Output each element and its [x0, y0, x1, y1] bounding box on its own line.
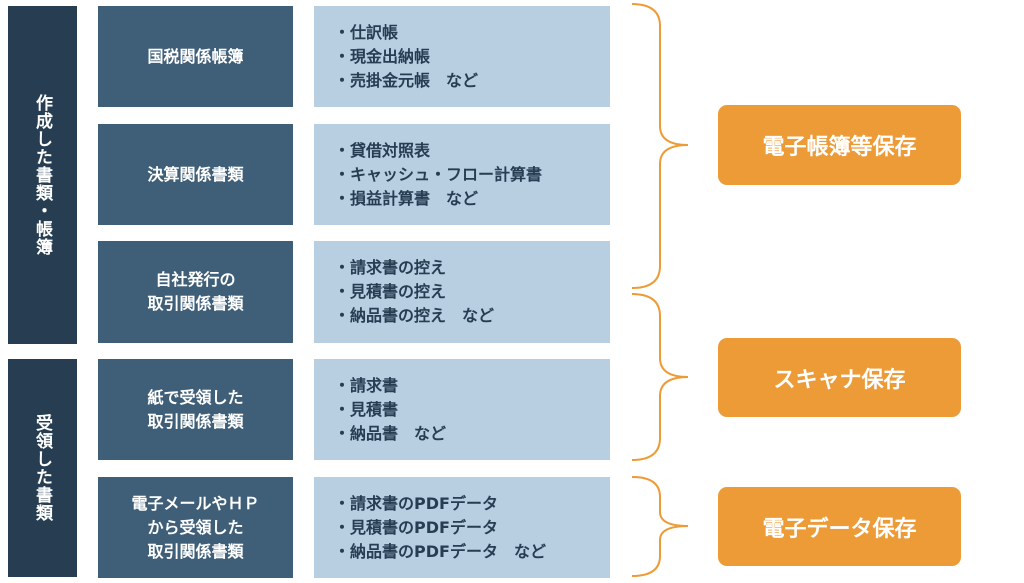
examples-self-issued-docs: ・請求書の控え ・見積書の控え ・納品書の控え など — [314, 241, 610, 343]
brace-electronic-books — [631, 3, 689, 289]
category-financial-statements: 決算関係書類 — [98, 124, 293, 225]
example-item: ・納品書のPDFデータ など — [334, 541, 546, 561]
example-item: ・見積書のPDFデータ — [334, 517, 498, 537]
side-label-received-text: 受領した書類 — [32, 414, 52, 522]
category-paper-received-docs: 紙で受領した 取引関係書類 — [98, 359, 293, 460]
example-item: ・キャッシュ・フロー計算書 — [334, 164, 543, 184]
brace-electronic-data — [631, 476, 689, 577]
example-item: ・納品書の控え など — [334, 306, 495, 325]
example-item: ・見積書の控え — [334, 282, 447, 301]
examples-electronic-received-docs: ・請求書のPDFデータ ・見積書のPDFデータ ・納品書のPDFデータ など — [314, 477, 610, 578]
category-electronic-received-docs: 電子メールやＨＰ から受領した 取引関係書類 — [98, 477, 293, 578]
example-item: ・請求書のPDFデータ — [334, 493, 498, 513]
method-electronic-data: 電子データ保存 — [718, 487, 961, 566]
example-item: ・仕訳帳 — [334, 22, 399, 42]
examples-financial-statements: ・貸借対照表 ・キャッシュ・フロー計算書 ・損益計算書 など — [314, 124, 610, 225]
example-item: ・請求書 — [334, 375, 399, 395]
example-item: ・損益計算書 など — [334, 188, 479, 208]
method-scanner: スキャナ保存 — [718, 338, 961, 417]
example-item: ・納品書 など — [334, 423, 447, 443]
brace-scanner — [631, 293, 689, 461]
method-electronic-books: 電子帳簿等保存 — [718, 105, 961, 185]
example-item: ・現金出納帳 — [334, 46, 431, 66]
example-item: ・貸借対照表 — [334, 140, 431, 160]
example-item: ・請求書の控え — [334, 258, 447, 277]
examples-paper-received-docs: ・請求書 ・見積書 ・納品書 など — [314, 359, 610, 460]
category-self-issued-docs: 自社発行の 取引関係書類 — [98, 241, 293, 343]
side-label-created-text: 作成した書類・帳簿 — [32, 94, 52, 256]
side-label-created: 作成した書類・帳簿 — [8, 6, 77, 344]
category-tax-books: 国税関係帳簿 — [98, 6, 293, 107]
side-label-received: 受領した書類 — [8, 359, 77, 577]
example-item: ・売掛金元帳 など — [334, 70, 479, 90]
examples-tax-books: ・仕訳帳 ・現金出納帳 ・売掛金元帳 など — [314, 6, 610, 107]
example-item: ・見積書 — [334, 399, 399, 419]
